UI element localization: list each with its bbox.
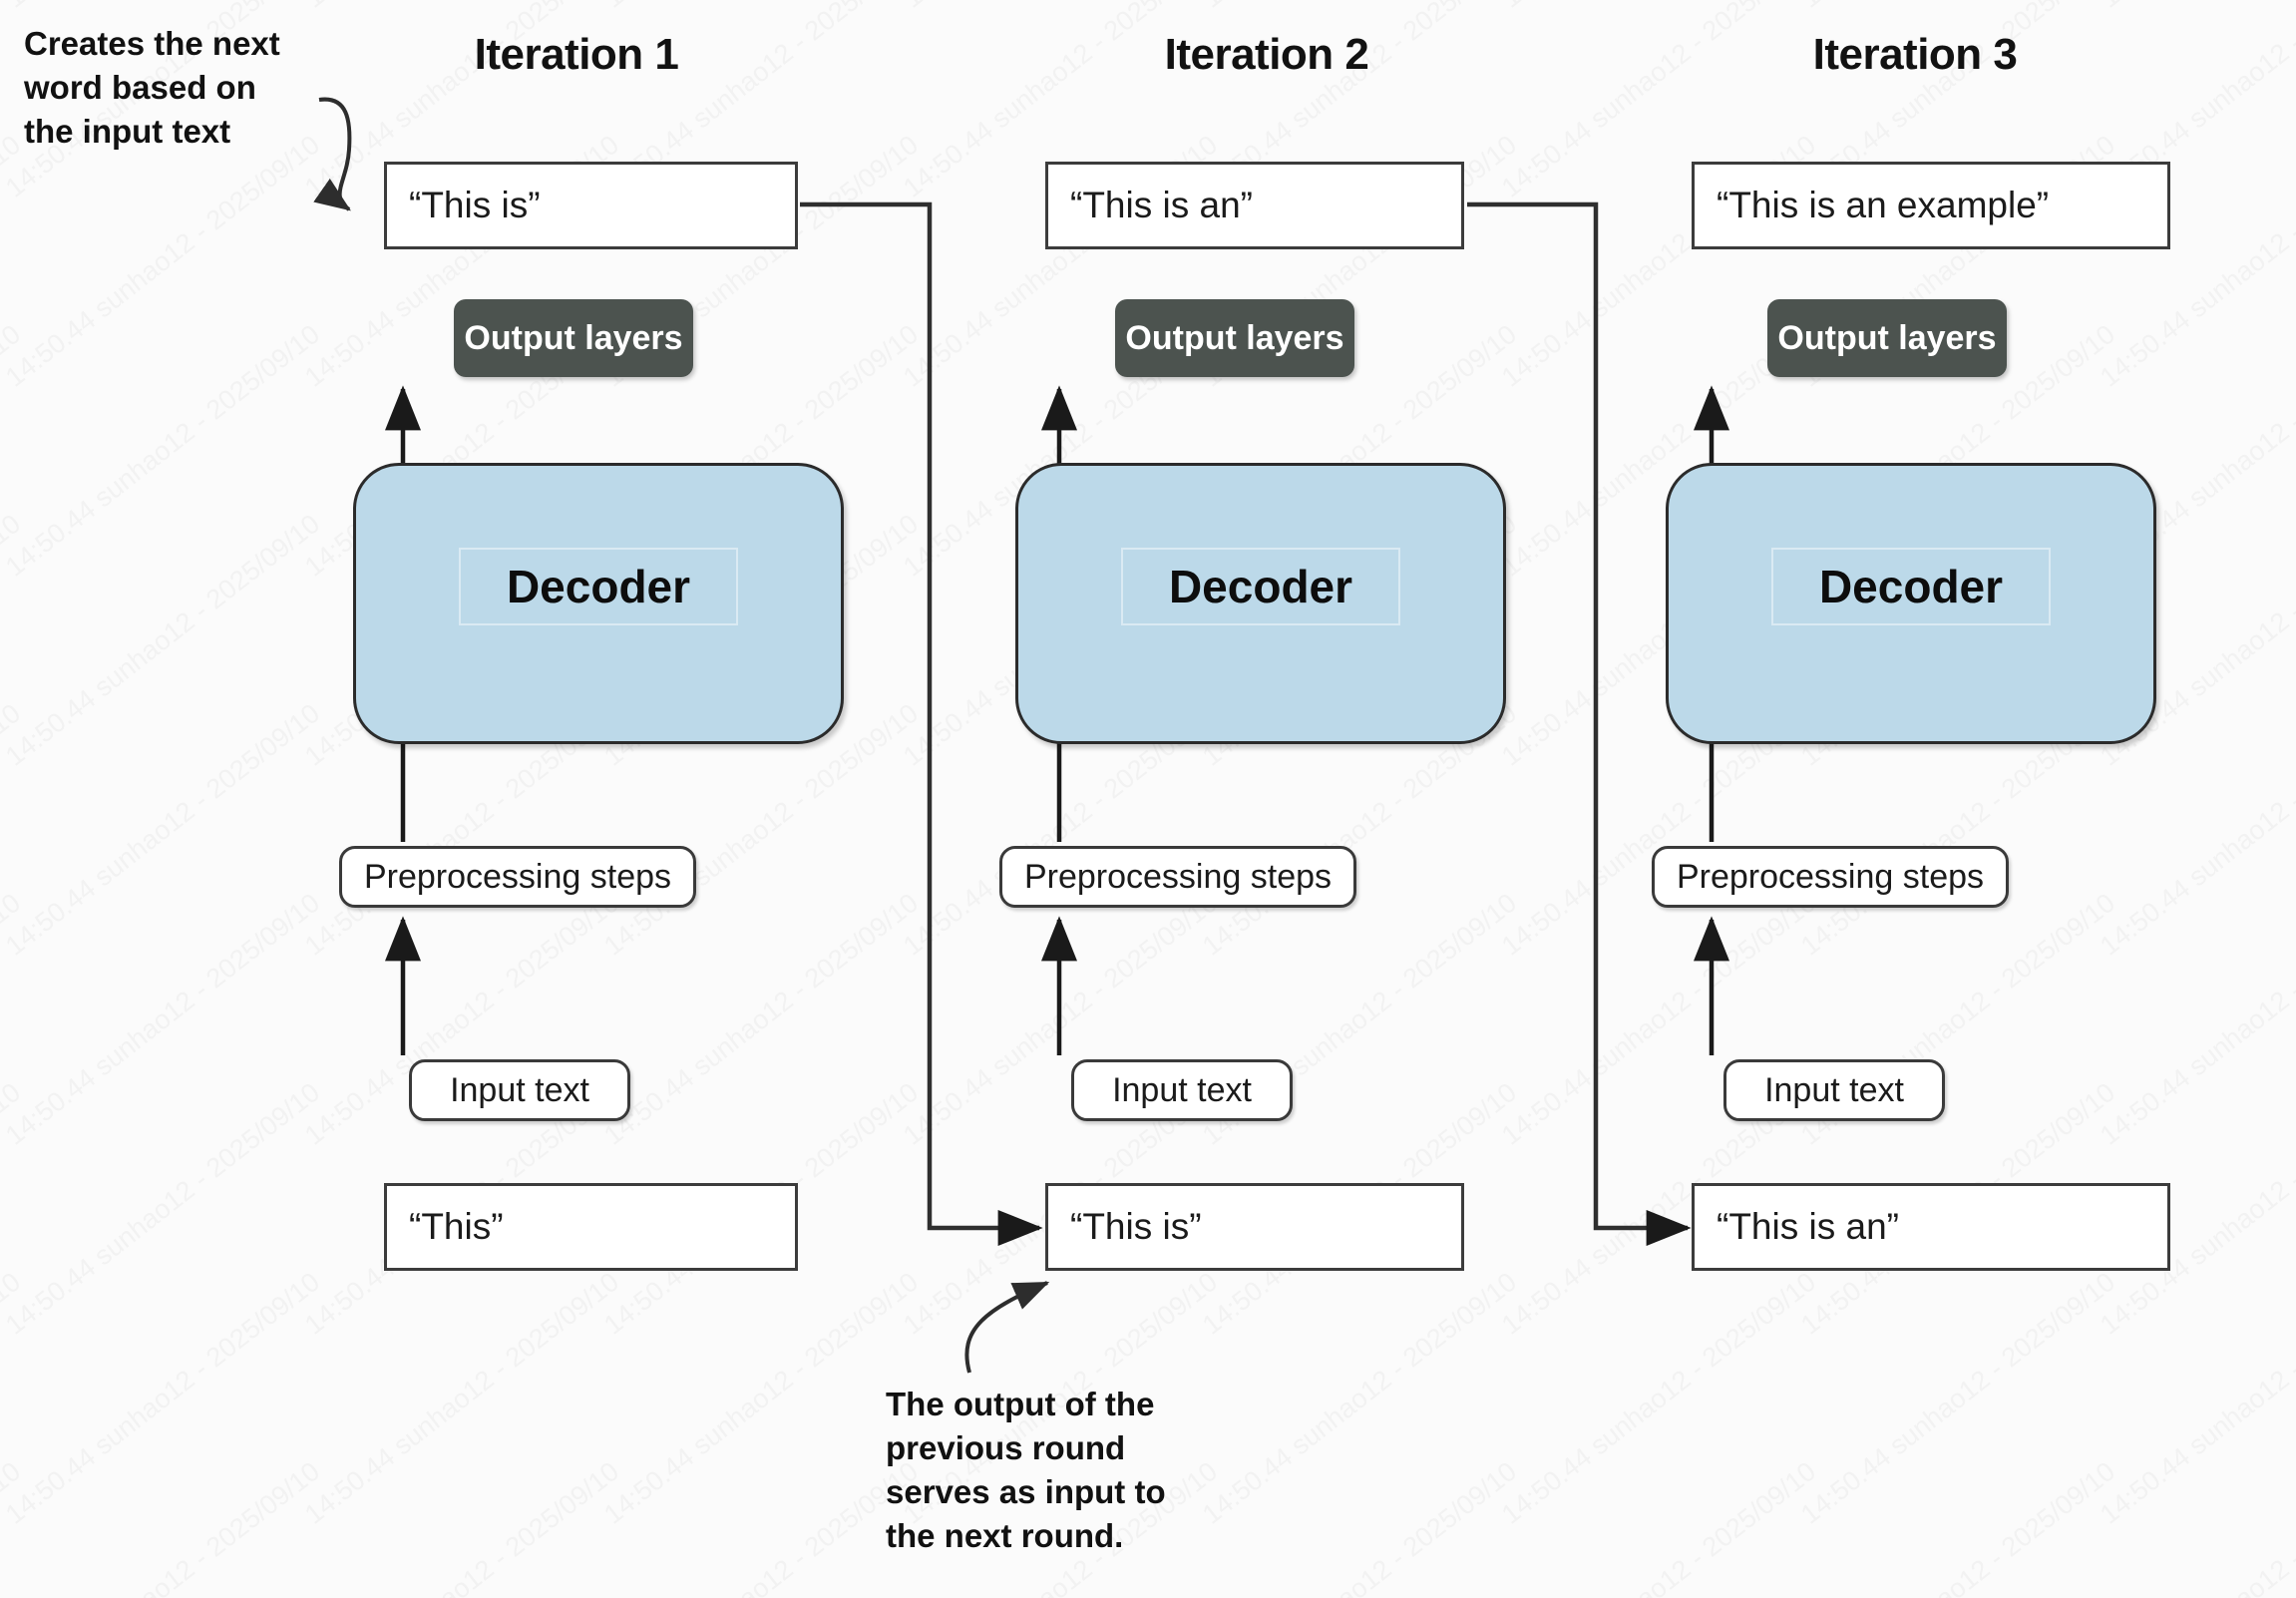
annotation-bottom-line-1: The output of the (886, 1386, 1155, 1422)
decoder-box-2[interactable]: Decoder (1015, 463, 1506, 744)
output-text-box-3[interactable]: “This is an example” (1692, 162, 2170, 249)
decoder-label-2: Decoder (1121, 548, 1400, 625)
input-value-box-1[interactable]: “This” (384, 1183, 798, 1271)
annotation-bottom-line-4: the next round. (886, 1516, 1124, 1554)
iteration-column-3: Iteration 3 “This is an example” Output … (1644, 0, 2202, 1598)
annotation-bottom-line-3: serves as input to (886, 1472, 1166, 1510)
preprocessing-box-1[interactable]: Preprocessing steps (339, 846, 696, 908)
decoder-label-1: Decoder (459, 548, 738, 625)
output-text-box-2[interactable]: “This is an” (1045, 162, 1464, 249)
preprocessing-box-2[interactable]: Preprocessing steps (999, 846, 1356, 908)
iteration-column-2: Iteration 2 “This is an” Output layers D… (997, 0, 1556, 1598)
input-value-box-2[interactable]: “This is” (1045, 1183, 1464, 1271)
output-text-box-1[interactable]: “This is” (384, 162, 798, 249)
annotation-top-line-2: word based on (24, 68, 256, 106)
annotation-top-line-1: Creates the next (24, 25, 280, 62)
iteration-title-3: Iteration 3 (1812, 30, 2018, 79)
iteration-column-1: Iteration 1 “This is” Output layers Deco… (339, 0, 898, 1598)
annotation-top-left: Creates the next word based on the input… (24, 22, 343, 154)
output-layers-box-3[interactable]: Output layers (1767, 299, 2007, 377)
input-value-box-3[interactable]: “This is an” (1692, 1183, 2170, 1271)
input-text-box-1[interactable]: Input text (409, 1059, 630, 1121)
output-layers-box-1[interactable]: Output layers (454, 299, 693, 377)
preprocessing-box-3[interactable]: Preprocessing steps (1652, 846, 2009, 908)
annotation-bottom: The output of the previous round serves … (886, 1383, 1245, 1558)
input-text-box-2[interactable]: Input text (1071, 1059, 1293, 1121)
annotation-bottom-line-2: previous round (886, 1428, 1126, 1466)
decoder-box-3[interactable]: Decoder (1666, 463, 2156, 744)
iteration-title-1: Iteration 1 (474, 30, 679, 79)
input-text-box-3[interactable]: Input text (1723, 1059, 1945, 1121)
decoder-box-1[interactable]: Decoder (353, 463, 844, 744)
output-layers-box-2[interactable]: Output layers (1115, 299, 1354, 377)
iteration-title-2: Iteration 2 (1164, 30, 1369, 79)
decoder-label-3: Decoder (1771, 548, 2051, 625)
annotation-top-line-3: the input text (24, 112, 231, 150)
